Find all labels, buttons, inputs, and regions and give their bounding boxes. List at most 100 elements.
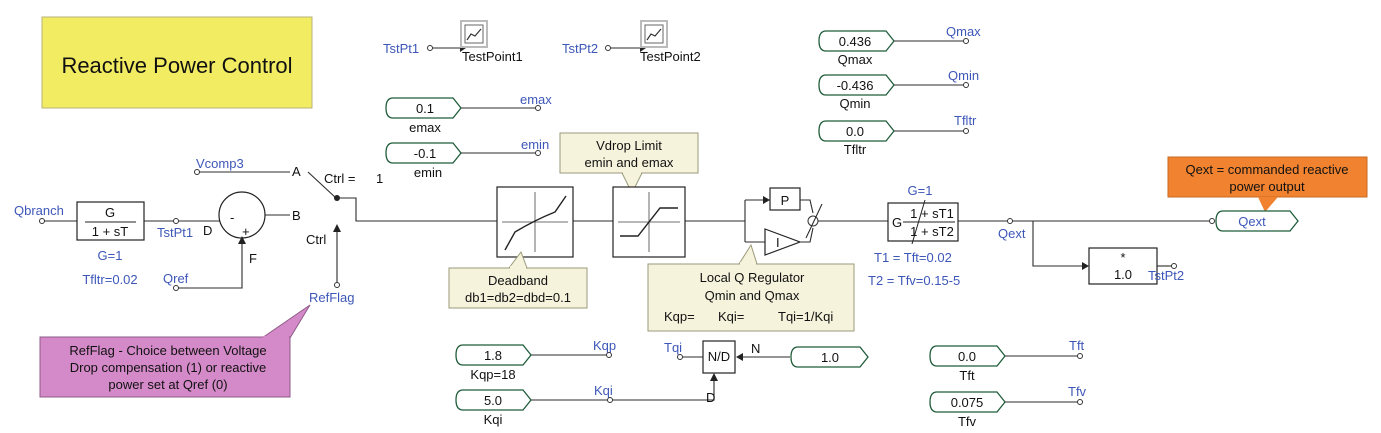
- svg-text:Tfltr=0.02: Tfltr=0.02: [82, 272, 137, 287]
- const-tft[interactable]: 0.0 Tft Tft: [929, 338, 1085, 383]
- svg-text:1 + sT: 1 + sT: [92, 224, 129, 239]
- const-tfv[interactable]: 0.075 Tfv Tfv: [929, 384, 1087, 429]
- const-nd[interactable]: 1.0: [790, 346, 869, 368]
- svg-text:0.0: 0.0: [958, 349, 976, 364]
- svg-text:emin: emin: [521, 137, 549, 152]
- svg-text:Kqi: Kqi: [594, 383, 613, 398]
- const-kqp[interactable]: 1.8 Kqp=18 Kqp: [455, 338, 616, 382]
- svg-text:emin and emax: emin and emax: [585, 155, 674, 170]
- testpoint-2[interactable]: TstPt2 TestPoint2: [562, 20, 701, 64]
- svg-text:Tft: Tft: [1069, 338, 1085, 353]
- const-emax[interactable]: 0.1 emax emax: [385, 92, 552, 135]
- svg-text:Ctrl =: Ctrl =: [324, 171, 355, 186]
- svg-text:T1 = Tft=0.02: T1 = Tft=0.02: [874, 250, 952, 265]
- pi-regulator[interactable]: P I: [744, 187, 888, 256]
- svg-text:T2 = Tfv=0.15-5: T2 = Tfv=0.15-5: [868, 273, 960, 288]
- svg-text:Qmin: Qmin: [948, 68, 979, 83]
- svg-text:1.0: 1.0: [1114, 267, 1132, 282]
- svg-text:P: P: [781, 193, 790, 208]
- svg-text:0.436: 0.436: [839, 34, 872, 49]
- svg-text:Tft: Tft: [959, 368, 975, 383]
- svg-text:Vcomp3: Vcomp3: [196, 156, 244, 171]
- svg-text:Kqi=: Kqi=: [718, 309, 744, 324]
- svg-text:-: -: [230, 210, 234, 225]
- lowpass-filter-block[interactable]: G 1 + sT G=1 Tfltr=0.02: [76, 201, 145, 287]
- svg-text:F: F: [249, 251, 257, 266]
- svg-text:emax: emax: [520, 92, 552, 107]
- refflag-callout: RefFlag - Choice between Voltage Drop co…: [39, 304, 311, 398]
- svg-text:1.0: 1.0: [821, 350, 839, 365]
- svg-text:Local Q Regulator: Local Q Regulator: [700, 270, 805, 285]
- svg-text:Qmax: Qmax: [946, 24, 981, 39]
- const-tfltr[interactable]: 0.0 Tfltr Tfltr: [818, 113, 977, 157]
- svg-text:power set at Qref (0): power set at Qref (0): [108, 377, 227, 392]
- diagram-title: Reactive Power Control: [61, 53, 292, 78]
- svg-text:1 + sT2: 1 + sT2: [910, 224, 954, 239]
- testpoint-1-signal: TstPt1: [383, 41, 419, 56]
- svg-text:G: G: [892, 215, 902, 230]
- testpoint-1-name: TestPoint1: [462, 49, 523, 64]
- svg-text:Qext: Qext: [998, 226, 1026, 241]
- testpoint-2-name: TestPoint2: [640, 49, 701, 64]
- svg-text:Tfv: Tfv: [1068, 384, 1087, 399]
- vdrop-limiter-block[interactable]: [612, 186, 686, 258]
- divider-block[interactable]: N/D Tqi N: [664, 340, 790, 374]
- svg-text:Tfv: Tfv: [958, 414, 977, 429]
- svg-text:TstPt2: TstPt2: [1148, 268, 1184, 283]
- svg-text:Qmin: Qmin: [839, 96, 870, 111]
- svg-text:1.8: 1.8: [484, 348, 502, 363]
- svg-text:N: N: [751, 341, 760, 356]
- svg-text:G: G: [105, 205, 115, 220]
- svg-text:RefFlag: RefFlag: [309, 290, 355, 305]
- svg-text:G=1: G=1: [98, 248, 123, 263]
- svg-text:-0.436: -0.436: [837, 78, 874, 93]
- scope-icon: [466, 28, 482, 41]
- svg-text:Ctrl: Ctrl: [306, 232, 326, 247]
- svg-text:Drop compensation (1) or react: Drop compensation (1) or reactive: [70, 360, 267, 375]
- svg-text:Qext = commanded reactive: Qext = commanded reactive: [1186, 162, 1349, 177]
- svg-text:emin: emin: [414, 165, 442, 180]
- svg-text:+: +: [242, 224, 250, 239]
- svg-text:D: D: [203, 223, 212, 238]
- svg-text:G=1: G=1: [908, 183, 933, 198]
- title-block: Reactive Power Control: [41, 16, 313, 109]
- svg-text:emax: emax: [409, 120, 441, 135]
- const-kqi[interactable]: 5.0 Kqi Kqi D: [455, 373, 718, 427]
- svg-text:0.075: 0.075: [951, 395, 984, 410]
- svg-text:B: B: [292, 208, 301, 223]
- svg-text:Kqp=18: Kqp=18: [470, 367, 515, 382]
- svg-text:1: 1: [376, 171, 383, 186]
- multiplier-block[interactable]: * 1.0 TstPt2: [1088, 247, 1184, 285]
- testpoint-1[interactable]: TstPt1 TestPoint1: [383, 20, 523, 64]
- svg-text:TstPt1: TstPt1: [157, 225, 193, 240]
- svg-text:db1=db2=dbd=0.1: db1=db2=dbd=0.1: [465, 290, 571, 305]
- selector-switch[interactable]: Ctrl = 1 Ctrl: [306, 171, 385, 283]
- svg-text:I: I: [776, 235, 780, 250]
- const-emin[interactable]: -0.1 emin emin: [385, 137, 549, 180]
- leadlag-block[interactable]: G 1 + sT1 1 + sT2 G=1 T1 = Tft=0.02 T2 =…: [868, 183, 960, 288]
- const-qmax[interactable]: 0.436 Qmax Qmax: [818, 24, 981, 67]
- qbranch-input[interactable]: Qbranch: [14, 203, 77, 224]
- qext-output[interactable]: Qext: [1209, 210, 1299, 232]
- svg-text:Qmin and Qmax: Qmin and Qmax: [705, 288, 800, 303]
- local-q-callout: Local Q Regulator Qmin and Qmax Kqp= Kqi…: [647, 243, 855, 332]
- testpoint-2-signal: TstPt2: [562, 41, 598, 56]
- svg-text:1 + sT1: 1 + sT1: [910, 206, 954, 221]
- svg-text:0.0: 0.0: [846, 124, 864, 139]
- svg-text:N/D: N/D: [708, 349, 730, 364]
- deadband-block[interactable]: [496, 186, 574, 258]
- svg-text:Kqp=: Kqp=: [664, 309, 695, 324]
- svg-text:*: *: [1120, 250, 1125, 265]
- deadband-callout: Deadband db1=db2=dbd=0.1: [448, 250, 588, 309]
- svg-text:Tqi: Tqi: [664, 340, 682, 355]
- svg-text:5.0: 5.0: [484, 393, 502, 408]
- vdrop-callout: Vdrop Limit emin and emax: [559, 132, 699, 195]
- svg-text:Qbranch: Qbranch: [14, 203, 64, 218]
- svg-text:Tfltr: Tfltr: [844, 142, 867, 157]
- svg-text:Tfltr: Tfltr: [954, 113, 977, 128]
- svg-text:D: D: [706, 390, 715, 405]
- const-qmin[interactable]: -0.436 Qmin Qmin: [818, 68, 979, 111]
- svg-text:-0.1: -0.1: [414, 146, 436, 161]
- svg-text:RefFlag - Choice between Volta: RefFlag - Choice between Voltage: [69, 343, 266, 358]
- svg-text:Kqi: Kqi: [484, 412, 503, 427]
